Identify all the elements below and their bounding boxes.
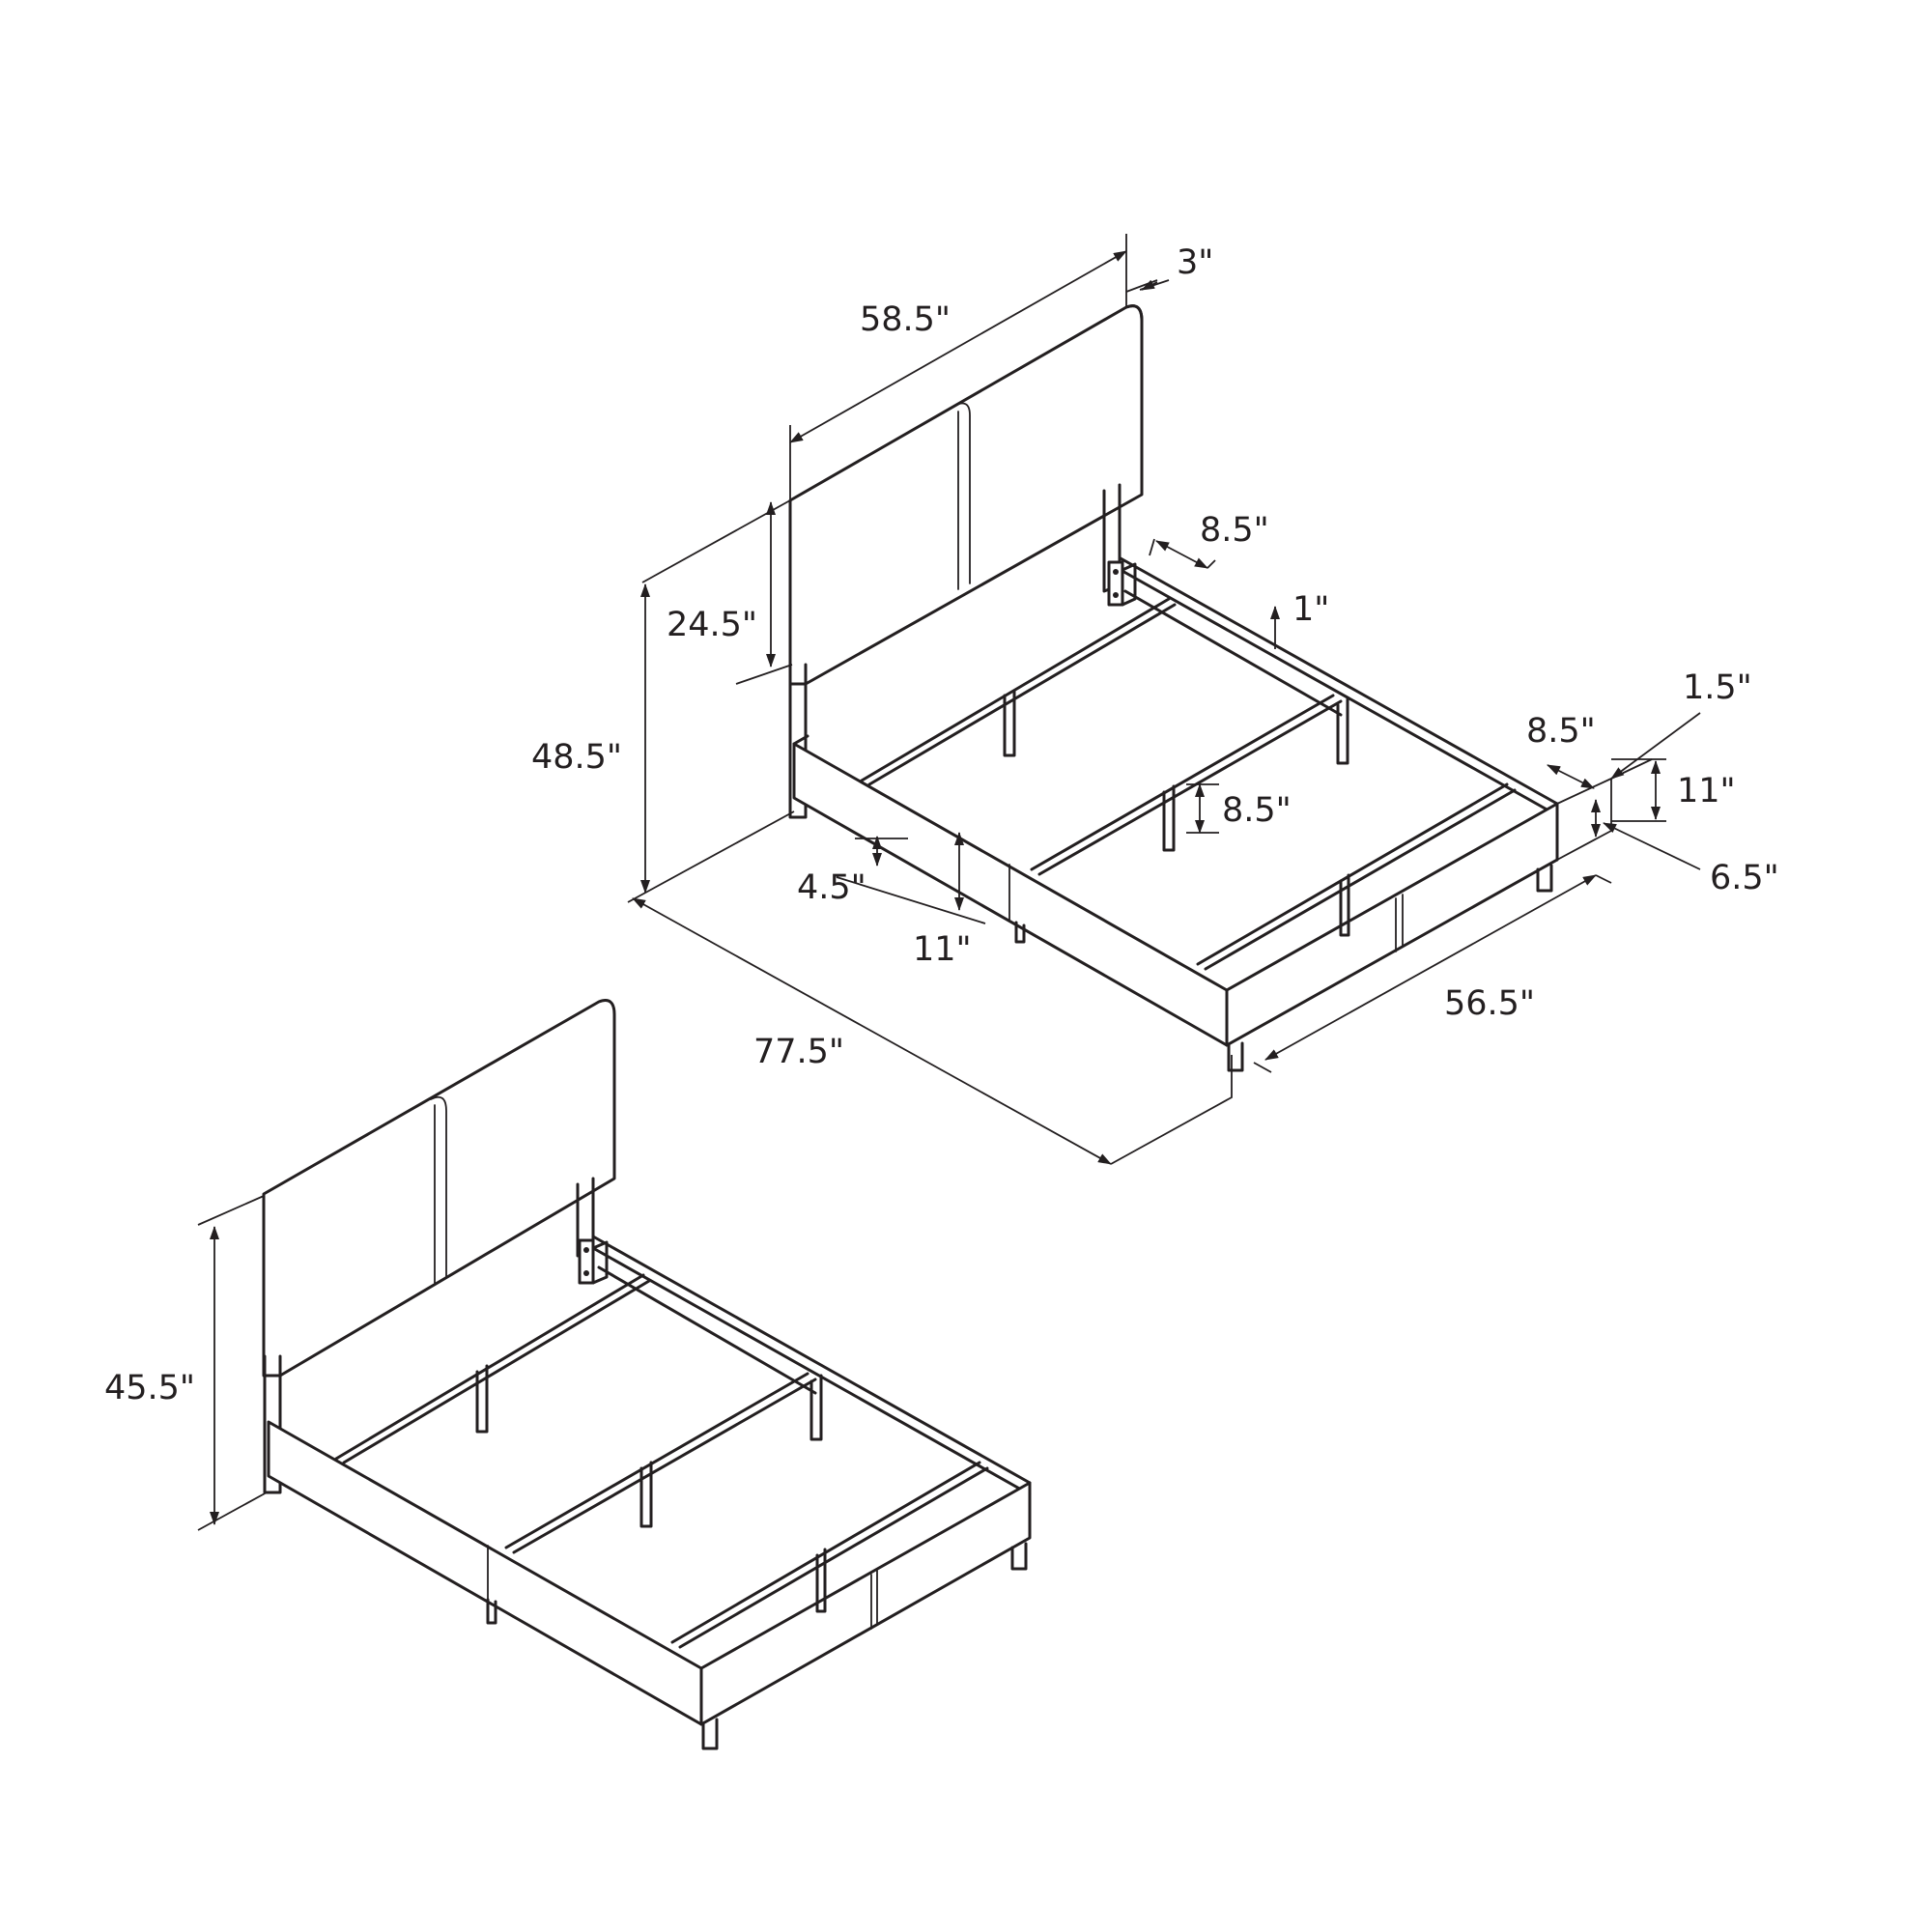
label-foot-clearance: 6.5" [1710,859,1779,897]
label-footboard-thickness: 1.5" [1683,668,1752,707]
label-frame-width: 56.5" [1444,984,1535,1023]
label-side-rail-height: 11" [1677,772,1736,810]
label-headboard-panel-height: 24.5" [667,606,757,644]
label-rail-clearance: 4.5" [797,868,866,907]
bed-top-view: 58.5" 3" 24.5" 48.5" 8.5" 1" 1.5" 8.5" 1… [531,234,1779,1165]
label-overall-length: 77.5" [753,1033,844,1071]
bed-bottom-view: 45.5" [104,999,1032,1750]
label-headboard-depth: 3" [1177,243,1213,282]
label-rail-lip: 1" [1292,590,1329,629]
label-headboard-width: 58.5" [860,300,951,339]
label-overall-height: 48.5" [531,738,622,777]
bed-frame-top [792,556,1559,1072]
label-center-support-height: 8.5" [1222,791,1292,830]
bed-frame-bottom [267,1235,1032,1750]
headboard-bottom [262,999,616,1494]
label-side-rail-offset: 8.5" [1200,511,1269,550]
dimension-lines-bottom [197,1195,268,1531]
label-second-view-height: 45.5" [104,1369,195,1407]
label-foot-rail-height: 11" [913,930,972,969]
dimension-lines-top [627,234,1701,1165]
headboard-top [788,304,1144,819]
label-foot-inset: 8.5" [1526,712,1596,751]
